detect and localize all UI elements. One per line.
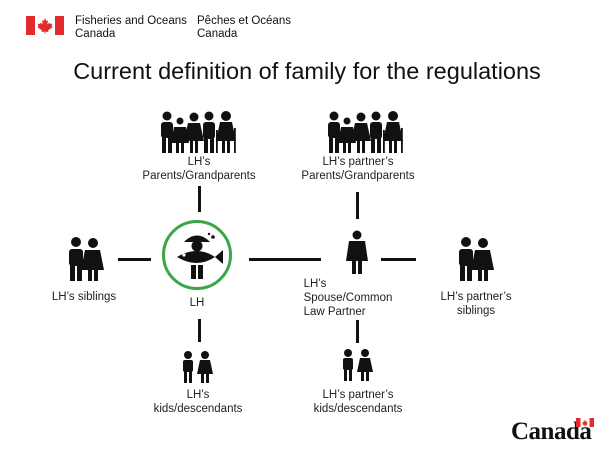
- connector-lh-siblings: [118, 258, 151, 261]
- department-name-en: Fisheries and Oceans Canada: [75, 15, 187, 40]
- department-name-fr: Pêches et Océans Canada: [197, 15, 291, 40]
- connector-spouse-partner-siblings: [381, 258, 416, 261]
- connector-lh-kids: [198, 319, 201, 342]
- label-lh-siblings: LH’s siblings: [51, 291, 117, 303]
- children-icon: [343, 349, 373, 381]
- couple-icon: [459, 237, 494, 281]
- connector-lh-parents: [198, 186, 201, 212]
- connector-lh-spouse: [249, 258, 321, 261]
- family-elders-icon: [161, 111, 236, 153]
- canada-flag-icon: [26, 16, 64, 35]
- slide-title: Current definition of family for the reg…: [73, 58, 541, 84]
- fish-harvester-icon: [177, 232, 223, 279]
- connector-spouse-partner-kids: [356, 320, 359, 343]
- person-icon: [346, 230, 368, 274]
- canada-flag-icon: [576, 418, 594, 427]
- couple-icon: [69, 237, 104, 281]
- connector-spouse-partner-parents: [356, 192, 359, 219]
- label-lh: LH: [189, 297, 205, 309]
- family-elders-icon: [328, 111, 403, 153]
- children-icon: [183, 351, 213, 383]
- lh-node: [162, 220, 232, 290]
